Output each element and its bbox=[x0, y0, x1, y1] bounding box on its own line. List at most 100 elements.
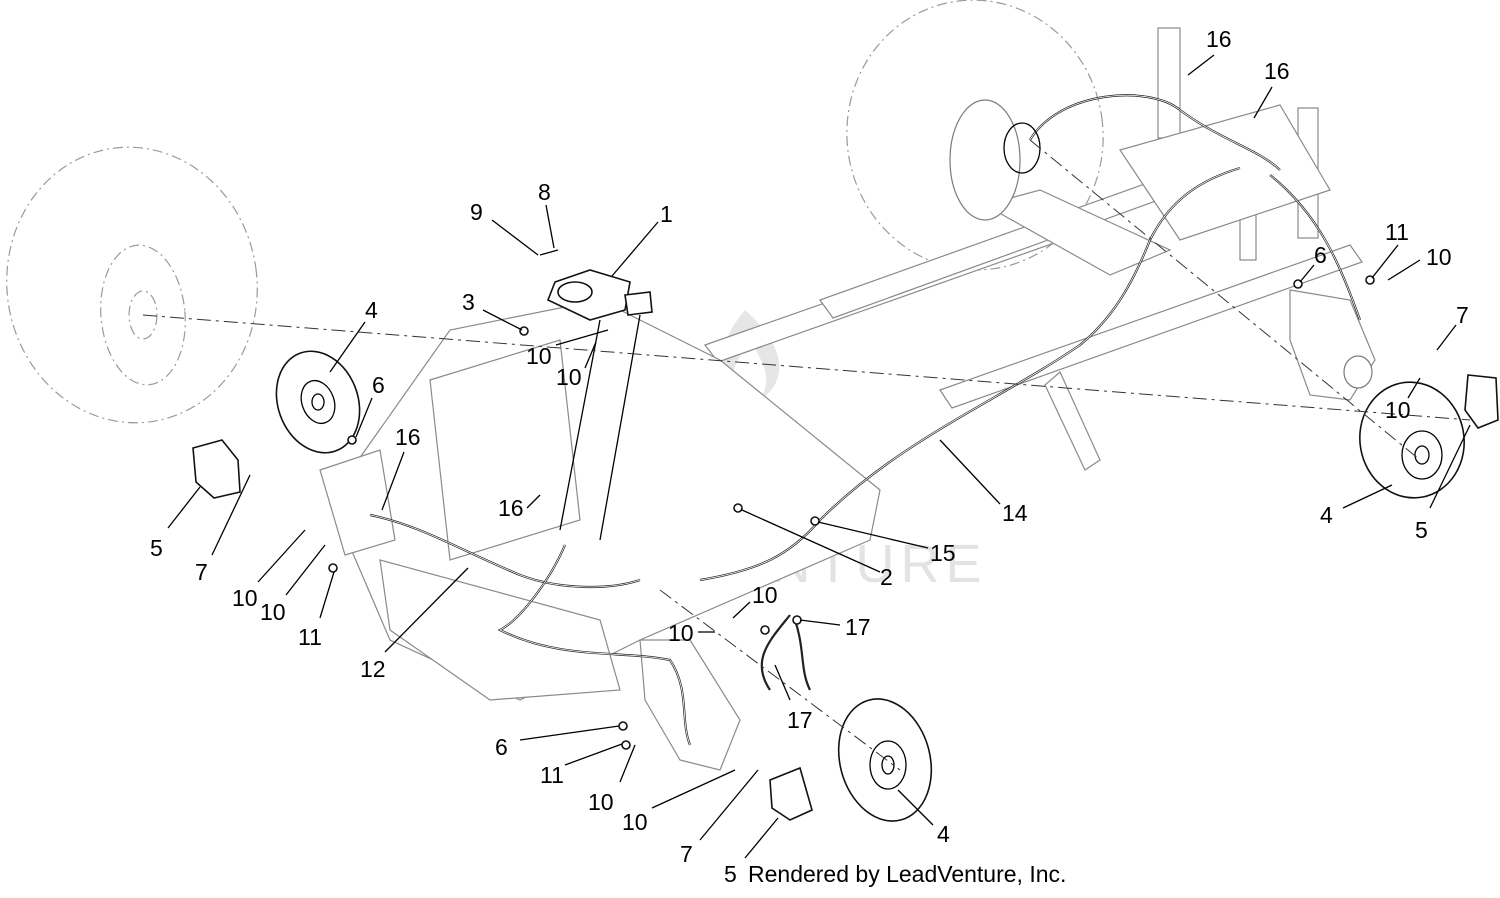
leader-4a bbox=[329, 321, 366, 373]
rear-axle-centerline bbox=[1029, 139, 1421, 461]
tires bbox=[6, 0, 1104, 424]
leader-10j bbox=[651, 769, 736, 809]
callout-10c: 10 bbox=[232, 585, 258, 611]
abs-sensor-17-upper bbox=[792, 615, 802, 625]
leader-15 bbox=[817, 521, 929, 549]
leader-14 bbox=[939, 439, 1001, 505]
leader-17a bbox=[799, 619, 841, 626]
leader-16c bbox=[381, 451, 405, 511]
brake-rotors bbox=[275, 99, 1465, 822]
callout-3: 3 bbox=[462, 289, 475, 315]
callout-14: 14 bbox=[1002, 500, 1028, 526]
leader-10c bbox=[257, 529, 306, 583]
callout-1: 1 bbox=[660, 201, 673, 227]
fitting-3 bbox=[519, 326, 529, 336]
callout-6c: 6 bbox=[495, 734, 508, 760]
callout-10e: 10 bbox=[1385, 397, 1411, 423]
leader-7b bbox=[1436, 324, 1457, 351]
rear-a-arm bbox=[983, 189, 1172, 276]
callout-10a: 10 bbox=[526, 343, 552, 369]
leader-9 bbox=[491, 219, 539, 256]
leader-10e bbox=[1407, 377, 1421, 399]
rotor-rear-right bbox=[1359, 381, 1465, 499]
leader-11a bbox=[319, 571, 335, 619]
leader-2 bbox=[741, 509, 881, 573]
master-cylinder-cap bbox=[557, 281, 593, 303]
brake-calipers bbox=[192, 374, 1499, 821]
callout-10i: 10 bbox=[588, 789, 614, 815]
callout-10j: 10 bbox=[622, 809, 648, 835]
front-firewall bbox=[429, 339, 581, 561]
callout-labels: 1 2 3 4 4 4 5 5 5 6 6 6 7 7 7 8 9 10 10 … bbox=[150, 26, 1469, 887]
fitting-15 bbox=[810, 516, 820, 526]
front-left-hub-center bbox=[128, 290, 158, 340]
caliper-front-right bbox=[769, 766, 813, 821]
callout-16b: 16 bbox=[1264, 58, 1290, 84]
leader-10i bbox=[619, 744, 636, 783]
callout-11a: 11 bbox=[298, 624, 322, 650]
callout-17b: 17 bbox=[787, 707, 813, 733]
bolt-6-front-left bbox=[347, 435, 357, 445]
bolt-11-front-left bbox=[328, 563, 338, 573]
leader-5b bbox=[1429, 424, 1471, 509]
leader-6a bbox=[355, 397, 373, 438]
callout-17a: 17 bbox=[845, 614, 871, 640]
front-axle-centerline-right bbox=[659, 589, 901, 771]
leader-8 bbox=[545, 204, 555, 249]
caliper-rear-right bbox=[1464, 374, 1499, 429]
master-cylinder-assembly bbox=[539, 249, 653, 541]
bolt-6-front-right bbox=[618, 721, 628, 731]
callout-10h: 10 bbox=[668, 620, 694, 646]
centerlines bbox=[142, 139, 1471, 771]
leader-7c bbox=[699, 769, 759, 841]
rotor-front-left bbox=[275, 350, 361, 454]
leader-11b bbox=[1371, 244, 1399, 279]
frame-crossbar bbox=[1044, 371, 1101, 471]
abs-sensor-lead bbox=[760, 614, 811, 691]
clevis-pin bbox=[539, 249, 559, 256]
callout-10g: 10 bbox=[752, 582, 778, 608]
leader-16a bbox=[1187, 54, 1215, 76]
callout-10b: 10 bbox=[556, 364, 582, 390]
leader-1 bbox=[611, 221, 659, 277]
callout-16a: 16 bbox=[1206, 26, 1232, 52]
leader-lines bbox=[167, 54, 1471, 859]
rear-knuckle-bearing bbox=[1343, 355, 1373, 389]
leader-12 bbox=[384, 567, 469, 653]
leader-5c bbox=[744, 817, 779, 859]
front-right-knuckle bbox=[639, 639, 741, 771]
leader-11c bbox=[564, 743, 623, 766]
front-left-wheel-hub bbox=[100, 244, 186, 386]
callout-6a: 6 bbox=[372, 372, 385, 398]
master-cylinder-pushrod bbox=[624, 291, 653, 316]
callout-15: 15 bbox=[930, 540, 956, 566]
front-left-knuckle bbox=[319, 449, 396, 556]
leader-10a bbox=[555, 329, 609, 346]
leader-6b bbox=[1299, 264, 1315, 283]
abs-sensor-17-lower bbox=[760, 625, 770, 635]
brake-lines bbox=[369, 94, 1362, 746]
leader-10d bbox=[285, 544, 326, 596]
bolt-11-front-right bbox=[621, 740, 631, 750]
callout-4c: 4 bbox=[937, 821, 950, 847]
callout-5a: 5 bbox=[150, 535, 163, 561]
callout-11b: 11 bbox=[1385, 219, 1409, 245]
callout-11c: 11 bbox=[540, 762, 564, 788]
leader-7a bbox=[211, 474, 251, 556]
rear-tire bbox=[846, 0, 1104, 271]
callout-4b: 4 bbox=[1320, 502, 1333, 528]
callout-5b: 5 bbox=[1415, 517, 1428, 543]
leader-10f bbox=[1387, 259, 1421, 281]
fitting-2 bbox=[733, 503, 743, 513]
leader-4c bbox=[897, 789, 934, 826]
callout-9: 9 bbox=[470, 199, 483, 225]
callout-16c: 16 bbox=[395, 424, 421, 450]
callout-7c: 7 bbox=[680, 841, 693, 867]
callout-4a: 4 bbox=[365, 297, 378, 323]
callout-16d: 16 bbox=[498, 495, 524, 521]
callout-6b: 6 bbox=[1314, 242, 1327, 268]
front-left-tire bbox=[6, 146, 258, 424]
rear-post-left bbox=[1157, 27, 1181, 139]
